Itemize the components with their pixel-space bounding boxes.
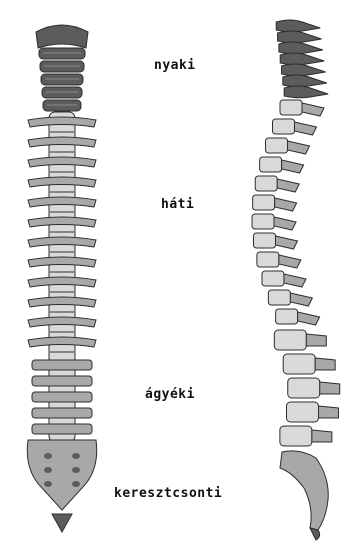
lumbar-spinous-process [320, 382, 340, 394]
spinous-process [274, 217, 296, 230]
cervical-vertebra-side [283, 75, 327, 87]
spinous-process [284, 274, 306, 287]
cervical-vertebra-side [279, 42, 323, 54]
lumbar-spinous-process [315, 358, 335, 370]
cervical-top-vertebra [36, 25, 88, 48]
thoracic-vertebra-side [272, 119, 294, 134]
thoracic-vertebra-side [260, 157, 282, 172]
lumbar-spinous-process [306, 334, 326, 346]
lumbar-vertebra-side [287, 402, 319, 422]
cervical-vertebra-side [278, 31, 322, 43]
thoracic-vertebra-side [280, 100, 302, 115]
spinous-process [282, 160, 304, 173]
spinous-process [279, 255, 301, 268]
cervical-vertebra-side [276, 20, 320, 32]
sacrum [27, 440, 96, 510]
lumbar-vertebra-side [274, 330, 306, 350]
lumbar-spinous-process [319, 406, 339, 418]
sacral-foramen [72, 453, 80, 459]
sacral-foramen [44, 481, 52, 487]
label-thoracic: háti [161, 197, 194, 212]
lumbar-vertebra-side [283, 354, 315, 374]
label-cervical: nyaki [154, 58, 196, 73]
lumbar-vertebra-side [288, 378, 320, 398]
sacral-foramen [72, 481, 80, 487]
sacral-foramen [72, 467, 80, 473]
sacral-foramen [44, 453, 52, 459]
thoracic-vertebra-side [255, 176, 277, 191]
spinous-process [277, 179, 299, 192]
cervical-vertebra-side [280, 53, 324, 65]
lumbar-vertebra [32, 392, 92, 402]
thoracic-vertebra-side [266, 138, 288, 153]
thoracic-vertebra-side [253, 195, 275, 210]
label-sacral: keresztcsonti [114, 486, 222, 501]
sacrum-side [280, 451, 328, 530]
cervical-vertebra-side [282, 64, 326, 76]
spinous-process [288, 141, 310, 154]
spinous-process [275, 198, 297, 211]
coccyx [52, 514, 72, 532]
thoracic-vertebra-side [253, 233, 275, 248]
spinous-process [302, 103, 324, 116]
thoracic-vertebra-side [268, 290, 290, 305]
thoracic-vertebra-side [252, 214, 274, 229]
thoracic-vertebra-side [257, 252, 279, 267]
sacral-foramen [44, 467, 52, 473]
lumbar-vertebra [32, 360, 92, 370]
spinous-process [294, 122, 316, 135]
lumbar-spinous-process [312, 430, 332, 442]
cervical-vertebra-side [284, 86, 328, 98]
thoracic-vertebra-side [276, 309, 298, 324]
thoracic-vertebra-side [262, 271, 284, 286]
lumbar-vertebra [32, 376, 92, 386]
coccyx-side [310, 528, 320, 540]
spinous-process [275, 236, 297, 249]
label-lumbar: ágyéki [145, 387, 195, 402]
spinous-process [298, 312, 320, 325]
lumbar-vertebra [32, 408, 92, 418]
lumbar-vertebra-side [280, 426, 312, 446]
spine-front-view [27, 25, 96, 532]
spinous-process [290, 293, 312, 306]
lumbar-vertebra [32, 424, 92, 434]
spine-side-view [252, 20, 340, 540]
